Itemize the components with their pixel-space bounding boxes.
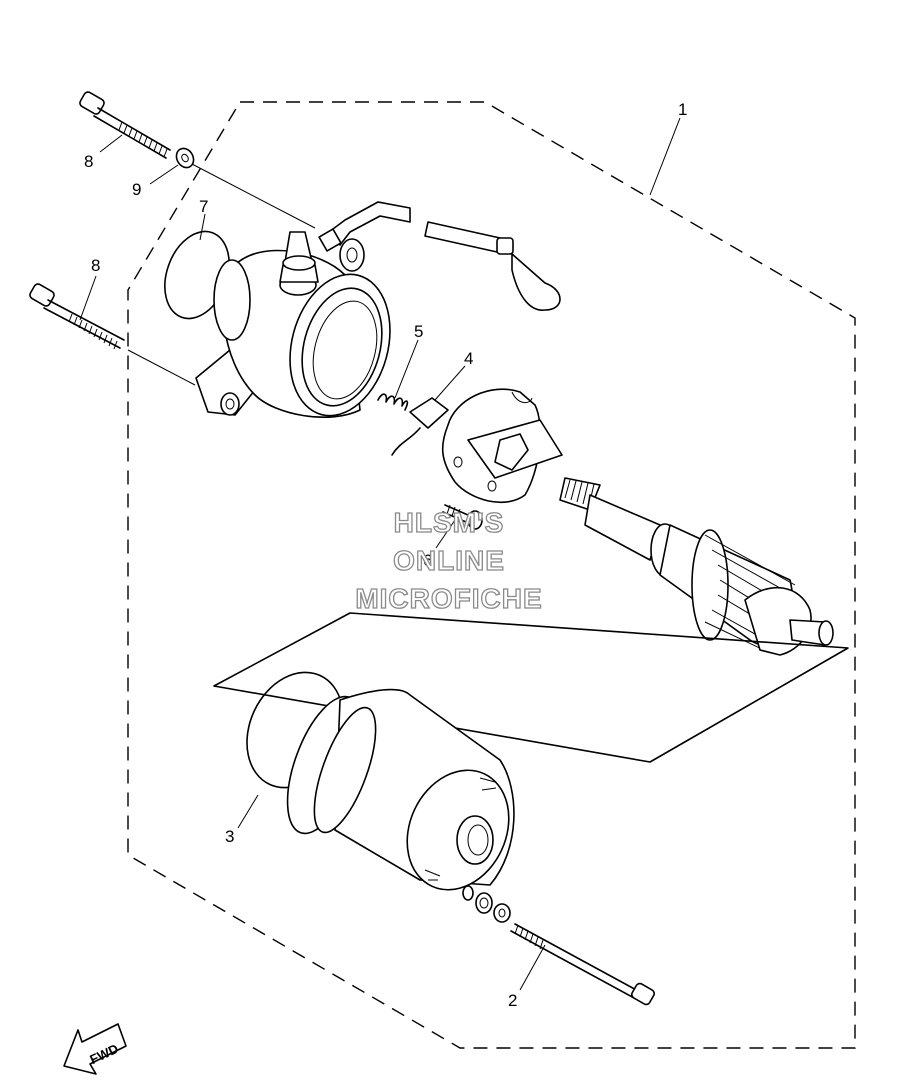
bolt-axis-line-top [191, 163, 316, 229]
callout-7: 7 [199, 197, 208, 216]
watermark-line-2: ONLINE [393, 545, 505, 576]
sub-assembly-outline [213, 612, 849, 763]
bolt-2 [510, 923, 655, 1006]
bolt-8-top [79, 91, 171, 159]
brush-holder-plate [441, 388, 563, 504]
callout-6: 6 [423, 551, 432, 570]
washers-2 [462, 885, 511, 923]
spring-5 [377, 393, 409, 411]
watermark-line-3: MICROFICHE [355, 583, 542, 614]
callout-5: 5 [414, 322, 423, 341]
callout-2: 2 [508, 991, 517, 1010]
callout-3: 3 [225, 827, 234, 846]
leader-lines [79, 117, 681, 991]
yoke-body [286, 688, 515, 891]
callout-8-bottom: 8 [91, 256, 100, 275]
fwd-arrow-icon: FWD [63, 1023, 127, 1075]
washer-9 [175, 147, 195, 169]
bolt-axis-line-bottom [127, 349, 196, 386]
callout-9: 9 [132, 180, 141, 199]
assembly-boundary [127, 101, 856, 1049]
brush-4 [391, 397, 449, 456]
watermark-line-1: HLSM'S [394, 507, 505, 538]
bolt-8-bottom [29, 283, 125, 350]
lead-wire-end [424, 221, 561, 311]
front-cover-housing [195, 201, 411, 418]
callout-1: 1 [678, 100, 687, 119]
callout-4: 4 [464, 349, 473, 368]
callout-8-top: 8 [84, 152, 93, 171]
armature [559, 477, 834, 656]
screw-6 [442, 504, 483, 530]
